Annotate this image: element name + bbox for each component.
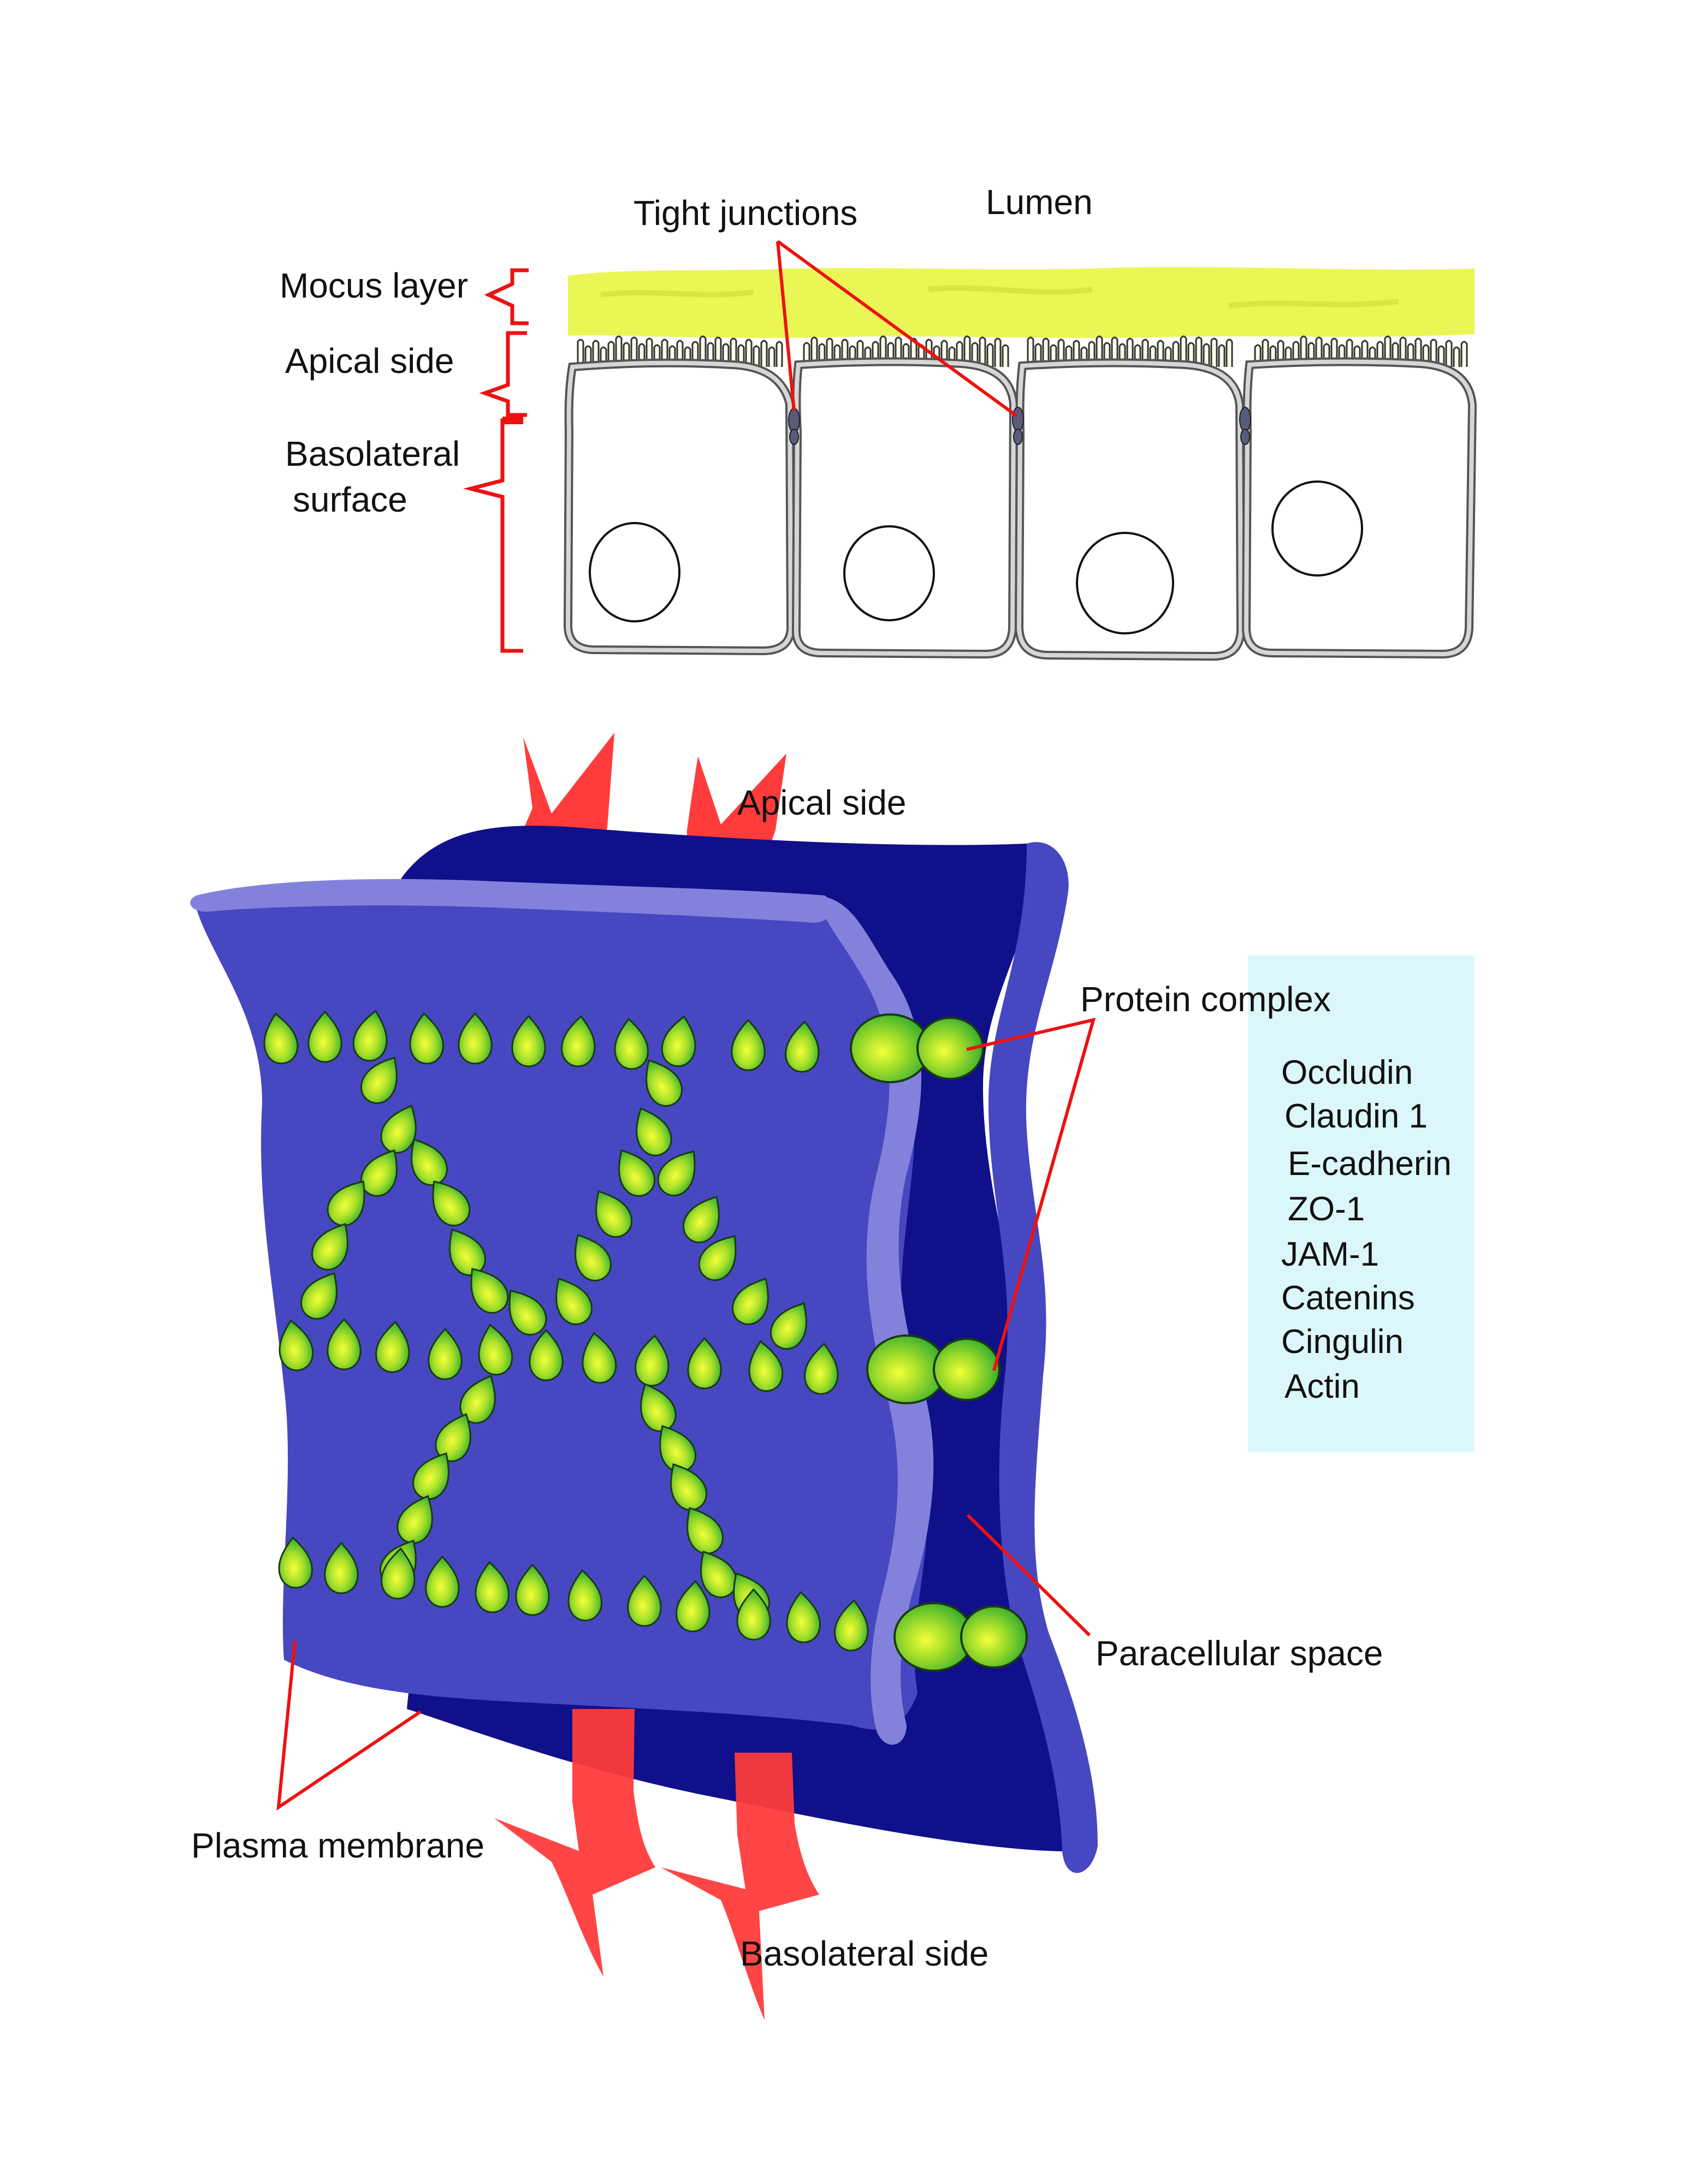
membrane-top-ridge (190, 879, 833, 923)
protein-item: Cingulin (1281, 1323, 1404, 1361)
junction-knot-2 (789, 429, 799, 445)
microvillus (775, 341, 783, 367)
microvillus (1203, 343, 1210, 367)
cell-2 (791, 357, 1019, 659)
protein-complex-3 (893, 1602, 1028, 1672)
protein-item: Occludin (1281, 1054, 1413, 1091)
nucleus-1 (589, 522, 680, 622)
bracket-basolateral-surface (463, 418, 523, 653)
microvillus (714, 336, 722, 367)
plasma-membrane-pointer (276, 1640, 422, 1811)
junction-knot-4 (1013, 429, 1023, 445)
cell-1 (563, 358, 796, 656)
cell-3 (1014, 358, 1246, 661)
junction-knot-3 (1012, 407, 1024, 432)
protein-legend-box (1248, 956, 1475, 1452)
microvillus (592, 340, 600, 367)
label-basolateral-line2: surface (293, 480, 407, 519)
microvillus (1445, 340, 1453, 367)
bracket-apical-side (479, 331, 527, 417)
protein-item: JAM-1 (1281, 1236, 1379, 1273)
microvillus (994, 337, 1002, 367)
microvillus (615, 335, 623, 367)
label-basolateral-line1: Basolateral (285, 434, 460, 473)
mucus-layer (568, 267, 1475, 338)
microvillus (730, 337, 737, 367)
protein-complex-1 (850, 1013, 984, 1083)
arrow-basolateral-1 (494, 1709, 655, 1977)
nucleus-3 (1076, 532, 1174, 634)
bracket-mocus-layer (484, 268, 529, 325)
microvillus (1437, 345, 1445, 367)
microvillus (963, 335, 971, 367)
membrane-front-edge (819, 895, 934, 1745)
layer-brackets (463, 268, 529, 653)
protein-item: Catenins (1281, 1279, 1415, 1317)
microvillus (1460, 341, 1468, 367)
microvillus (986, 343, 994, 367)
basolateral-arrows (494, 1709, 819, 2020)
microvillus (1180, 335, 1187, 367)
paracellular-space-pointer (966, 1514, 1091, 1637)
microvillus (1453, 346, 1460, 367)
protein-complexes (850, 1013, 1028, 1672)
junction-knot-5 (1239, 407, 1251, 432)
label-basolateral-side: Basolateral side (740, 1934, 988, 1973)
microvillus (768, 346, 775, 367)
label-lumen: Lumen (986, 182, 1093, 222)
protein-item: Actin (1284, 1368, 1360, 1405)
protein-complex-2 (866, 1334, 1001, 1404)
microvillus (1042, 337, 1050, 367)
microvillus (1210, 337, 1218, 367)
label-mocus-layer: Mocus layer (280, 266, 468, 305)
protein-complex-pointer (966, 1017, 1096, 1371)
protein-item: E-cadherin (1288, 1145, 1452, 1183)
nucleus-4 (1271, 480, 1363, 577)
nucleus-2 (843, 525, 935, 621)
label-plasma-membrane: Plasma membrane (191, 1826, 484, 1865)
microvillus (1218, 344, 1226, 367)
microvillus (979, 336, 986, 367)
microvillus (1430, 339, 1437, 367)
membrane-panel: Apical side Protein complex Occludin Cla… (190, 733, 1475, 2020)
label-apical-side-top: Apical side (285, 341, 454, 381)
label-paracellular-space: Paracellular space (1096, 1634, 1383, 1673)
microvillus (1195, 336, 1203, 367)
protein-item: Claudin 1 (1284, 1097, 1428, 1135)
microvillus (1226, 339, 1233, 367)
microvillus (577, 339, 584, 367)
protein-item: ZO-1 (1288, 1190, 1365, 1228)
microvillus (1002, 344, 1009, 367)
microvillus (1027, 336, 1034, 367)
cell-4 (1241, 357, 1477, 659)
microvillus (745, 339, 753, 367)
tight-junctions-pointer (776, 240, 1018, 418)
arrow-basolateral-2 (661, 1753, 819, 2020)
microvillus (753, 345, 760, 367)
protein-list: Occludin Claudin 1 E-cadherin ZO-1 JAM-1… (1281, 1054, 1452, 1405)
label-apical-side-bottom: Apical side (737, 783, 907, 822)
microvillus (760, 340, 768, 367)
junction-knot-6 (1240, 429, 1250, 445)
epithelium-panel: Tight junctions Lumen Mocus layer Apical… (280, 182, 1477, 661)
label-tight-junctions: Tight junctions (634, 193, 857, 233)
label-protein-complex: Protein complex (1080, 980, 1331, 1019)
